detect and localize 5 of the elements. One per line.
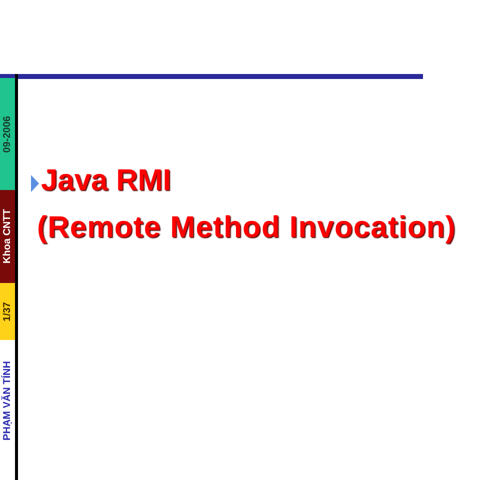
sidebar-label: 1/37 <box>0 283 15 340</box>
sidebar-label: 09-2006 <box>0 78 15 190</box>
sidebar-label: Khoa CNTT <box>0 190 15 283</box>
slide-subtitle: (Remote Method Invocation) <box>37 213 456 243</box>
slide-title: Java RMI <box>41 166 172 196</box>
